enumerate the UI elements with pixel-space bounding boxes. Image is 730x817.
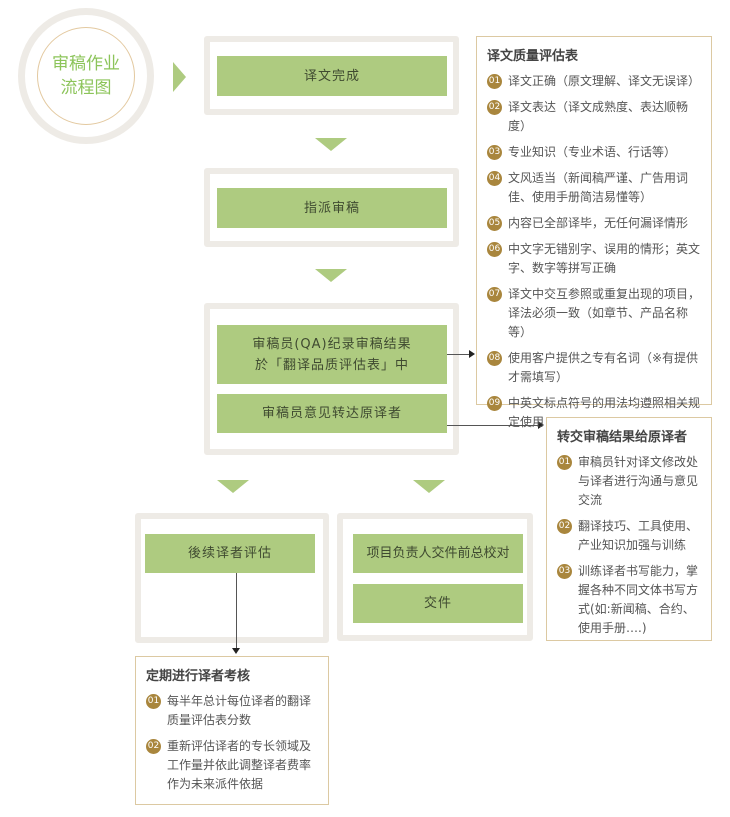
title-circle — [18, 8, 154, 144]
item-text: 译文中交互参照或重复出现的项目，译法必须一致（如章节、产品名称等） — [508, 287, 701, 339]
list-item: 05 内容已全部译毕，无任何漏译情形 — [487, 214, 701, 233]
periodic-review-panel: 定期进行译者考核 01 每半年总计每位译者的翻译质量评估表分数 02 重新评估译者的专… — [135, 656, 329, 805]
arrow-down-icon — [315, 138, 347, 151]
list-item: 02 重新评估译者的专长领域及工作量并依此调整译者费率作为未来派件依据 — [146, 737, 318, 794]
title-inner-circle: 审稿作业流程图 — [37, 27, 135, 125]
number-badge-icon: 02 — [146, 739, 161, 754]
arrowhead-icon — [232, 648, 240, 654]
arrow-down-icon — [315, 269, 347, 282]
panel-title: 译文质量评估表 — [487, 49, 579, 64]
step-frame-4 — [135, 513, 329, 643]
arrowhead-icon — [469, 350, 475, 358]
item-text: 审稿员针对译文修改处与译者进行沟通与意见交流 — [578, 455, 699, 507]
list-item: 02 译文表达（译文成熟度、表达顺畅度） — [487, 98, 701, 136]
flowchart-title: 审稿作业流程图 — [52, 54, 120, 98]
item-text: 译文正确（原文理解、译文无误译） — [508, 74, 701, 88]
arrowhead-icon — [538, 421, 544, 429]
number-badge-icon: 01 — [487, 74, 502, 89]
number-badge-icon: 03 — [487, 145, 502, 160]
number-badge-icon: 06 — [487, 242, 502, 257]
number-badge-icon: 07 — [487, 287, 502, 302]
number-badge-icon: 08 — [487, 351, 502, 366]
list-item: 01 每半年总计每位译者的翻译质量评估表分数 — [146, 692, 318, 730]
arrow-right-icon — [173, 62, 186, 92]
connector-line — [236, 573, 237, 649]
list-item: 01 审稿员针对译文修改处与译者进行沟通与意见交流 — [557, 453, 701, 510]
number-badge-icon: 03 — [557, 564, 572, 579]
item-text: 翻译技巧、工具使用、产业知识加强与训练 — [578, 519, 699, 552]
item-text: 中英文标点符号的用法均遵照相关规定使用 — [508, 396, 701, 429]
item-text: 内容已全部译毕，无任何漏译情形 — [508, 216, 689, 230]
step-delivery: 交件 — [353, 584, 523, 623]
item-text: 中文字无错别字、误用的情形；英文字、数字等拼写正确 — [508, 242, 701, 275]
number-badge-icon: 02 — [487, 100, 502, 115]
panel-title: 定期进行译者考核 — [146, 669, 251, 684]
number-badge-icon: 02 — [557, 519, 572, 534]
number-badge-icon: 05 — [487, 216, 502, 231]
arrow-down-icon — [217, 480, 249, 493]
item-text: 重新评估译者的专长领域及工作量并依此调整译者费率作为未来派件依据 — [167, 739, 312, 791]
connector-line — [447, 354, 470, 355]
connector-line — [447, 425, 539, 426]
item-text: 使用客户提供之专有名词（※有提供才需填写） — [508, 351, 699, 384]
arrow-down-icon — [413, 480, 445, 493]
list-item: 04 文风适当（新闻稿严谨、广告用词佳、使用手册简洁易懂等） — [487, 169, 701, 207]
list-item: 02 翻译技巧、工具使用、产业知识加强与训练 — [557, 517, 701, 555]
step-translator-evaluation: 後续译者评估 — [145, 534, 315, 573]
list-item: 03 训练译者书写能力，掌握各种不同文体书写方式(如:新闻稿、合约、使用手册….) — [557, 562, 701, 638]
feedback-panel: 转交审稿结果给原译者 01 审稿员针对译文修改处与译者进行沟通与意见交流 02 翻译技… — [546, 417, 712, 641]
list-item: 09 中英文标点符号的用法均遵照相关规定使用 — [487, 394, 701, 432]
step-record-results: 审稿员(QA)纪录审稿结果於「翻译品质评估表」中 — [217, 325, 447, 384]
item-text: 文风适当（新闻稿严谨、广告用词佳、使用手册简洁易懂等） — [508, 171, 689, 204]
number-badge-icon: 04 — [487, 171, 502, 186]
list-item: 07 译文中交互参照或重复出现的项目，译法必须一致（如章节、产品名称等） — [487, 285, 701, 342]
panel-title: 转交审稿结果给原译者 — [557, 430, 688, 445]
number-badge-icon: 01 — [146, 694, 161, 709]
item-text: 每半年总计每位译者的翻译质量评估表分数 — [167, 694, 312, 727]
item-text: 训练译者书写能力，掌握各种不同文体书写方式(如:新闻稿、合约、使用手册….) — [578, 564, 699, 635]
list-item: 06 中文字无错别字、误用的情形；英文字、数字等拼写正确 — [487, 240, 701, 278]
step-translation-complete: 译文完成 — [217, 56, 447, 96]
item-text: 译文表达（译文成熟度、表达顺畅度） — [508, 100, 689, 133]
list-item: 08 使用客户提供之专有名词（※有提供才需填写） — [487, 349, 701, 387]
step-assign-review: 指派审稿 — [217, 188, 447, 228]
step-final-proofread: 项目负责人交件前总校对 — [353, 534, 523, 573]
item-text: 专业知识（专业术语、行话等） — [508, 145, 677, 159]
list-item: 01 译文正确（原文理解、译文无误译） — [487, 72, 701, 91]
step-forward-feedback: 审稿员意见转达原译者 — [217, 394, 447, 433]
quality-assessment-panel: 译文质量评估表 01 译文正确（原文理解、译文无误译） 02 译文表达（译文成熟度、表… — [476, 36, 712, 429]
number-badge-icon: 09 — [487, 396, 502, 411]
list-item: 03 专业知识（专业术语、行话等） — [487, 143, 701, 162]
number-badge-icon: 01 — [557, 455, 572, 470]
